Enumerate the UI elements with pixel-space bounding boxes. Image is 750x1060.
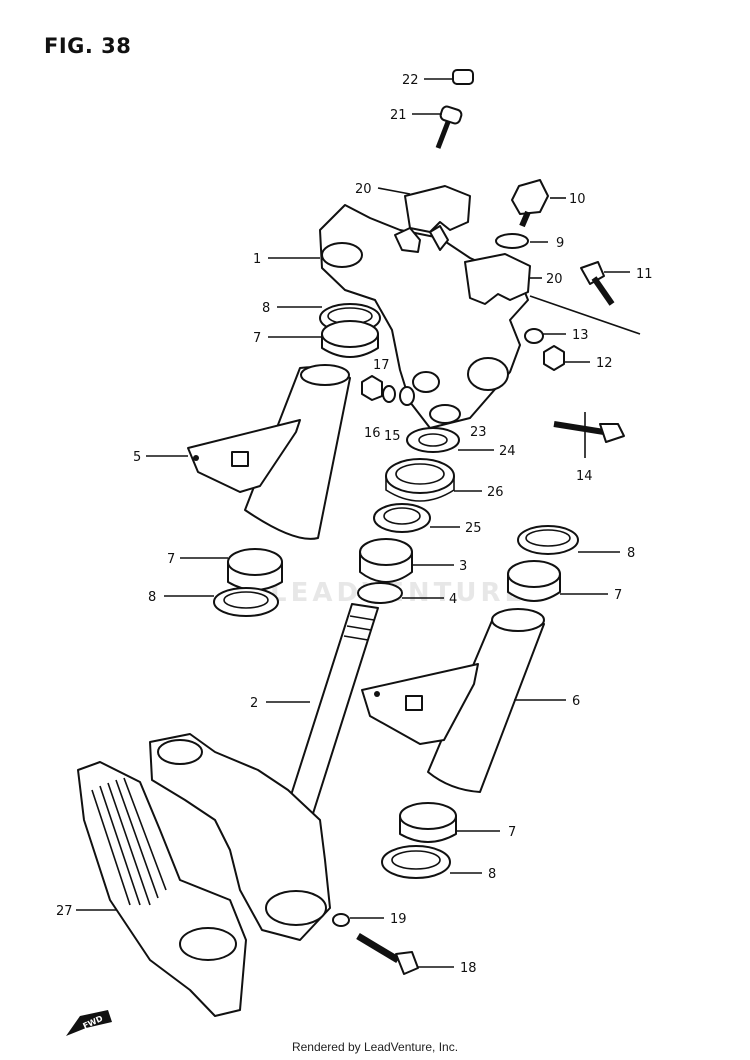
callout-21: 21	[390, 108, 407, 123]
part-7-bearing-upper-left	[321, 320, 379, 358]
callout-10: 10	[569, 192, 586, 207]
callout-8-left: 8	[148, 590, 156, 605]
part-26-dust-seal	[385, 458, 455, 502]
callout-25: 25	[465, 521, 482, 536]
part-12-nut	[543, 345, 565, 371]
part-lower-bracket	[149, 733, 331, 941]
fwd-arrow-icon: FWD	[66, 1010, 112, 1036]
part-8-oil-seal-right	[517, 525, 579, 555]
callout-1: 1	[253, 252, 261, 267]
render-credit: Rendered by LeadVenture, Inc.	[291, 1040, 459, 1054]
part-19-washer	[332, 913, 350, 927]
part-21-bolt	[435, 105, 463, 149]
callout-7-right: 7	[614, 588, 622, 603]
part-4-bearing-race	[357, 582, 403, 604]
callout-2: 2	[250, 696, 258, 711]
part-14-bolt	[553, 421, 625, 443]
callout-8-lower: 8	[488, 867, 496, 882]
callout-6: 6	[572, 694, 580, 709]
callout-4: 4	[449, 592, 457, 607]
callout-27: 27	[56, 904, 73, 919]
leader-lines	[76, 78, 641, 968]
part-20-handlebar-clamp-lower	[464, 253, 531, 305]
callout-7-lower: 7	[508, 825, 516, 840]
part-22-screw	[452, 69, 474, 85]
callout-18: 18	[460, 961, 477, 976]
figure-title: FIG. 38	[44, 34, 132, 58]
callout-24: 24	[499, 444, 516, 459]
callout-8-right: 8	[627, 546, 635, 561]
part-15-washer	[399, 386, 415, 406]
part-23-nut	[429, 404, 461, 424]
callout-7-left: 7	[167, 552, 175, 567]
callout-20: 20	[355, 182, 372, 197]
callout-26: 26	[487, 485, 504, 500]
callout-5: 5	[133, 450, 141, 465]
part-7-bearing-left	[227, 548, 283, 591]
part-8-oil-seal-left	[213, 587, 279, 617]
part-6-headlight-bracket-right	[361, 608, 545, 793]
callout-3: 3	[459, 559, 467, 574]
callout-14: 14	[576, 469, 593, 484]
part-13-nut	[524, 328, 544, 344]
part-5-headlight-bracket-left	[187, 364, 351, 540]
callout-11: 11	[636, 267, 653, 282]
part-24-washer	[406, 427, 460, 453]
part-7-bearing-right	[507, 560, 561, 602]
callout-8: 8	[262, 301, 270, 316]
callout-7: 7	[253, 331, 261, 346]
callout-19: 19	[390, 912, 407, 927]
callout-13: 13	[572, 328, 589, 343]
callout-16: 16	[364, 426, 381, 441]
callout-15: 15	[384, 429, 401, 444]
part-3-bearing	[359, 538, 413, 583]
part-11-bolt	[580, 261, 615, 306]
part-9-washer	[495, 233, 529, 249]
part-10-bolt	[511, 179, 549, 228]
callout-17: 17	[373, 358, 390, 373]
part-27-lower-cover	[77, 761, 247, 1017]
part-18-bolt	[356, 932, 419, 975]
part-20-handlebar-clamp-upper	[404, 185, 471, 233]
callout-20-lower: 20	[546, 272, 563, 287]
part-17-nut	[361, 375, 383, 401]
callout-23: 23	[470, 425, 487, 440]
callout-9: 9	[556, 236, 564, 251]
part-8-oil-seal-lower-right	[381, 845, 451, 879]
part-7-bearing-lower-right	[399, 802, 457, 843]
callout-12: 12	[596, 356, 613, 371]
part-16-washer	[382, 385, 396, 403]
callout-22: 22	[402, 73, 419, 88]
part-25-bearing-race	[373, 503, 431, 533]
callouts: 22 21 20 10 9 1 20 11 8 13 7 17 12 16 15…	[56, 73, 653, 976]
